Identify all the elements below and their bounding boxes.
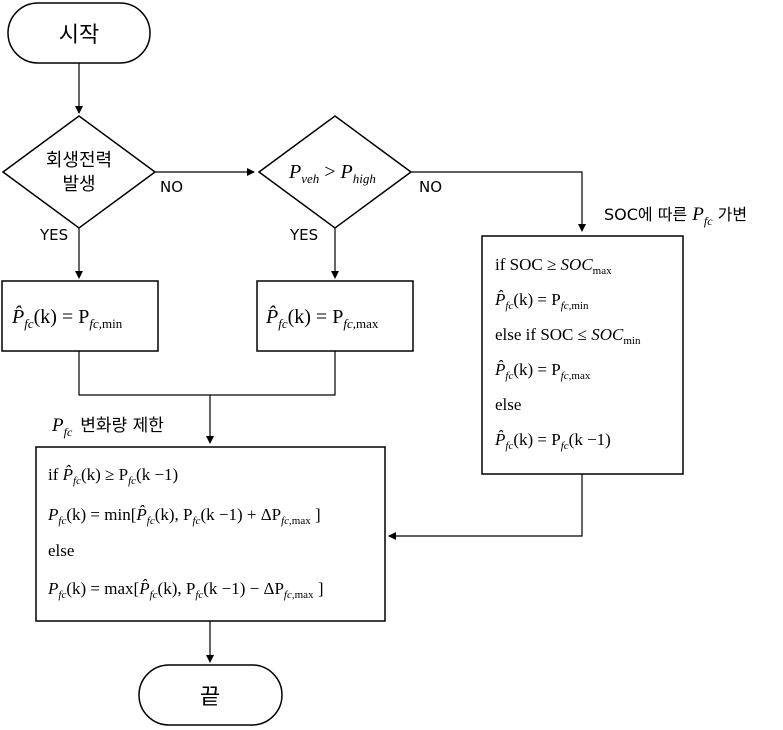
box-pfc-max: P̂fc(k) = Pfc,max: [256, 280, 414, 352]
soc-caption: SOC에 따른 Pfc 가변: [604, 204, 747, 228]
label-yes-2: YES: [289, 226, 318, 244]
end-label: 끝: [200, 685, 220, 710]
soc-line-4: P̂fc(k) = Pfc,max: [494, 360, 591, 382]
decision-regen-power: 회생전력 발생: [1, 115, 157, 229]
limit-line-3: else: [48, 541, 74, 560]
label-no-2: NO: [419, 178, 442, 196]
decision-pveh-gt-phigh: Pveh > Phigh: [257, 115, 413, 229]
decision2-text: Pveh > Phigh: [288, 161, 376, 186]
end-node: 끝: [138, 664, 283, 726]
label-no-1: NO: [160, 178, 183, 196]
soc-line-2: P̂fc(k) = Pfc,min: [494, 290, 589, 312]
limit-line-1: if P̂fc(k) ≥ Pfc(k −1): [48, 465, 178, 487]
decision1-line2: 발생: [62, 174, 95, 195]
edge-min-to-merge: [78, 351, 336, 396]
soc-line-6: P̂fc(k) = Pfc(k −1): [494, 430, 611, 452]
box-min-formula: P̂fc(k) = Pfc,min: [11, 305, 123, 331]
start-node: 시작: [7, 2, 151, 64]
decision1-line1: 회생전력: [46, 150, 112, 171]
box-pfc-min: P̂fc(k) = Pfc,min: [1, 280, 159, 352]
soc-line-1: if SOC ≥ SOCmax: [495, 255, 612, 277]
limit-line-2: Pfc(k) = min[P̂fc(k), Pfc(k −1) + ΔPfc,m…: [47, 505, 321, 527]
edge-soc-to-limit: [388, 474, 583, 540]
box-rate-limit: if P̂fc(k) ≥ Pfc(k −1) Pfc(k) = min[P̂fc…: [35, 446, 386, 622]
box-soc-variable: if SOC ≥ SOCmax P̂fc(k) = Pfc,min else i…: [481, 235, 684, 475]
limit-line-4: Pfc(k) = max[P̂fc(k), Pfc(k −1) − ΔPfc,m…: [47, 579, 323, 601]
start-label: 시작: [59, 23, 99, 48]
box-max-formula: P̂fc(k) = Pfc,max: [265, 305, 379, 331]
soc-line-3: else if SOC ≤ SOCmin: [495, 325, 641, 347]
label-yes-1: YES: [39, 226, 68, 244]
soc-line-5: else: [495, 395, 521, 414]
edge-decision2-no: [411, 171, 586, 232]
